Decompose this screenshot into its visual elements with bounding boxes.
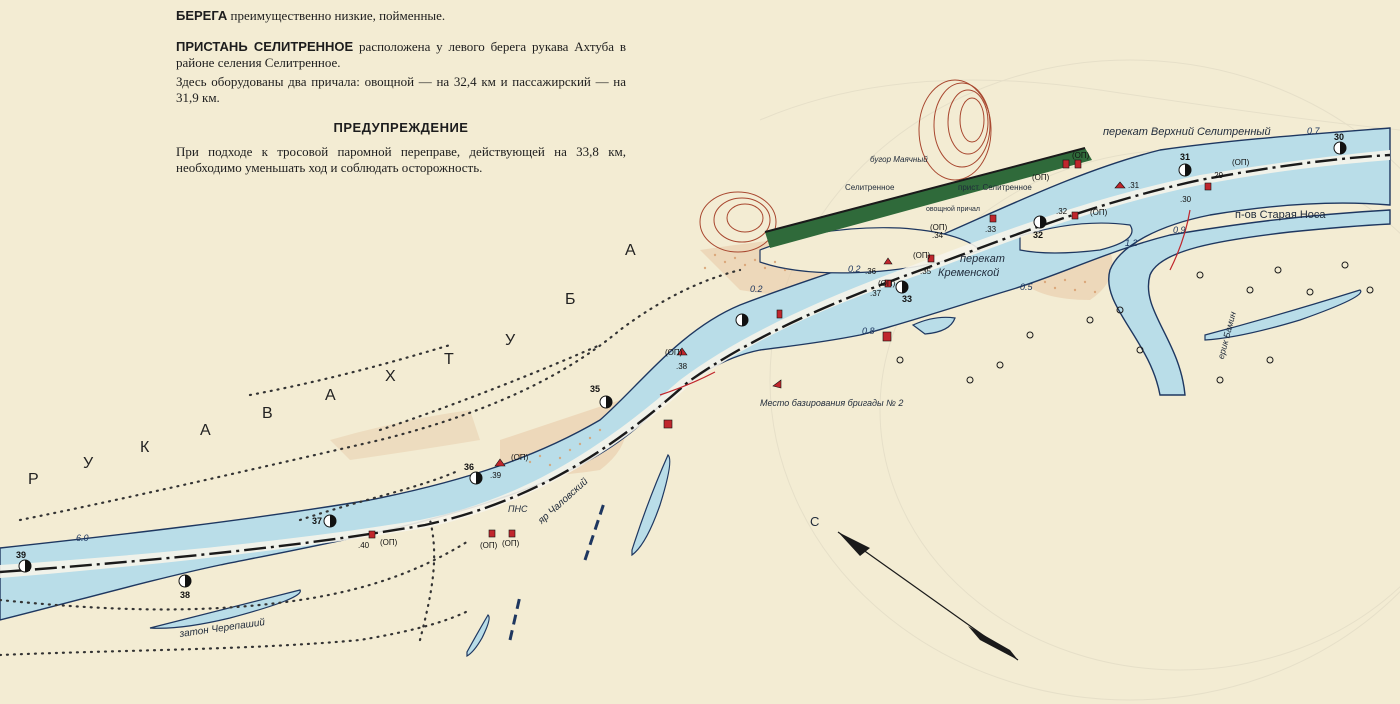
km-small: .37 <box>870 289 882 298</box>
river-letter: А <box>200 422 213 439</box>
op-label: (ОП) <box>1072 151 1090 160</box>
dry-channels <box>508 499 607 641</box>
op-label: (ОП) <box>511 453 529 462</box>
op-label: (ОП) <box>1232 158 1250 167</box>
km-label: 33 <box>902 294 912 304</box>
banks-text: преимущественно низкие, пойменные. <box>230 8 446 23</box>
km-label: 38 <box>180 590 190 600</box>
river-letter: А <box>625 242 638 259</box>
km-small: .32 <box>1056 207 1068 216</box>
km-small: .40 <box>358 541 370 550</box>
depth-values: 0.7 0.2 0.5 0.8 0.9 1.2 6.0 0.2 <box>76 126 1321 543</box>
km-label: 31 <box>1180 152 1190 162</box>
depth-label: 0.2 <box>848 264 861 274</box>
depth-label: 0.5 <box>1020 282 1034 292</box>
bank-hatch <box>659 209 1191 396</box>
lake-south <box>631 454 671 557</box>
op-labels: (ОП) (ОП) (ОП) (ОП) (ОП) (ОП) (ОП) (ОП) … <box>380 151 1250 550</box>
lake-oblong <box>911 316 956 335</box>
km-label: 35 <box>590 384 600 394</box>
vegetation-symbols <box>896 261 1374 384</box>
label-kremenskoy-1: перекат <box>960 253 1005 265</box>
km-small: .29 <box>1212 171 1224 180</box>
km-small: .34 <box>932 231 944 240</box>
label-hill: бугор Маячный <box>870 155 928 164</box>
label-brigade: Место базирования бригады № 2 <box>760 398 903 408</box>
river-letter: Т <box>444 351 456 368</box>
label-upper-rift: перекат Верхний Селитренный <box>1103 126 1271 138</box>
river-letter: У <box>505 332 517 349</box>
buoy-markers <box>368 159 1212 539</box>
op-label: (ОП) <box>1090 208 1108 217</box>
north-arrow <box>837 531 1019 661</box>
river-letter: Б <box>565 291 578 308</box>
description-text: БЕРЕГА преимущественно низкие, пойменные… <box>176 8 626 179</box>
km-label: 30 <box>1334 132 1344 142</box>
km-small: .38 <box>676 362 688 371</box>
fairway-axis <box>0 153 1391 574</box>
op-label: (ОП) <box>665 348 683 357</box>
km-labels: 30 31 32 33 35 36 37 38 39 <box>16 132 1344 600</box>
label-pier: прист. Селитренное <box>958 183 1032 192</box>
depth-label: 1.2 <box>1125 238 1138 248</box>
km-posts <box>18 141 1347 588</box>
km-small: .36 <box>865 267 877 276</box>
compass-letter: С <box>810 514 819 529</box>
river-letter: А <box>325 387 338 404</box>
depth-label: 0.2 <box>750 284 763 294</box>
depth-label: 0.9 <box>1173 225 1186 235</box>
pier-title: ПРИСТАНЬ СЕЛИТРЕННОЕ <box>176 39 354 54</box>
warning-title: ПРЕДУПРЕЖДЕНИЕ <box>333 120 469 135</box>
km-small: .35 <box>920 267 932 276</box>
sandbar-island <box>1019 222 1133 254</box>
label-peninsula: п-ов Старая Носа <box>1235 209 1326 221</box>
km-small: .30 <box>1180 195 1192 204</box>
lake-small <box>466 614 490 658</box>
river-letter: В <box>262 405 275 422</box>
op-label: (ОП) <box>1032 173 1050 182</box>
river-letter: У <box>83 455 95 472</box>
km-small: .33 <box>985 225 997 234</box>
floodplain-dots <box>0 268 742 657</box>
op-label: (ОП) <box>878 279 896 288</box>
depth-label: 0.8 <box>862 326 875 336</box>
km-label: 36 <box>464 462 474 472</box>
river-letter: К <box>140 439 151 456</box>
river-letter: Р <box>28 471 41 488</box>
banks-title: БЕРЕГА <box>176 8 228 23</box>
label-pns: ПНС <box>508 504 528 514</box>
depth-label: 6.0 <box>76 533 89 543</box>
op-label: (ОП) <box>502 539 520 548</box>
lake-east <box>1204 289 1362 341</box>
river-name: Р У К А В А Х Т У Б А <box>28 242 638 488</box>
lake-zaton <box>149 589 301 629</box>
relief-contours <box>699 79 992 253</box>
embankment <box>764 147 1092 248</box>
warning-text: При подходе к тросовой паромной переправ… <box>176 144 626 175</box>
op-label: (ОП) <box>913 251 931 260</box>
op-label: (ОП) <box>380 538 398 547</box>
km-small: .39 <box>490 471 502 480</box>
depth-label: 0.7 <box>1307 126 1321 136</box>
sand-stipple <box>518 253 1097 467</box>
km-label: 32 <box>1033 230 1043 240</box>
pier-text: расположена у левого берега рукава Ахтуб… <box>176 39 627 70</box>
km-label: 39 <box>16 550 26 560</box>
km-small-labels: .29 .30 .31 .32 .33 .34 .35 .36 .37 .38 … <box>358 171 1224 550</box>
label-veg-berth: овощной причал <box>926 205 980 213</box>
op-label: (ОП) <box>930 223 948 232</box>
label-kremenskoy-2: Кременской <box>938 267 999 279</box>
km-label: 37 <box>312 516 322 526</box>
km-small: .31 <box>1128 181 1140 190</box>
pier-text-2: Здесь оборудованы два причала: овощной —… <box>176 74 626 105</box>
label-village: Селитренное <box>845 183 895 192</box>
river-letter: Х <box>385 368 398 385</box>
op-label: (ОП) <box>480 541 498 550</box>
